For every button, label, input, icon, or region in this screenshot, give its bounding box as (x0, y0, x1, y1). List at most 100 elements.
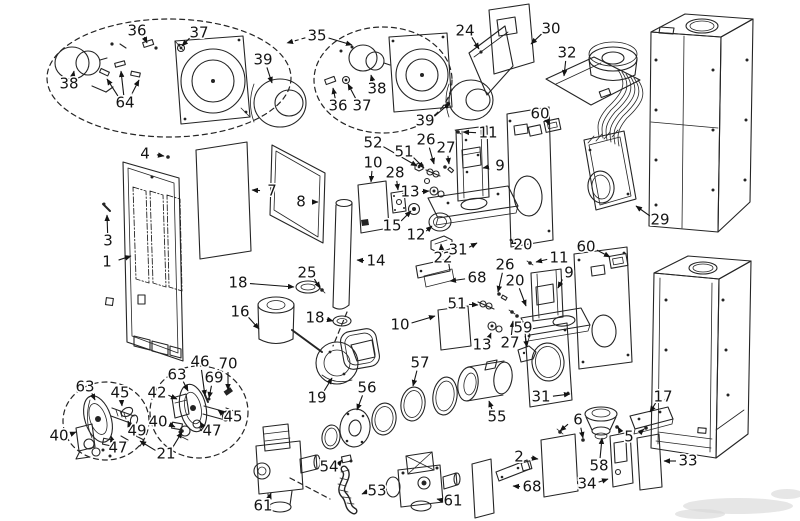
part-label-7: 7 (267, 182, 277, 200)
leader-line (217, 409, 225, 417)
part-label-40: 40 (148, 413, 167, 431)
part-label-13: 13 (472, 336, 491, 354)
part-label-5: 5 (624, 428, 634, 446)
leader-line (104, 214, 110, 234)
leader-line (323, 377, 333, 392)
part-label-39: 39 (415, 112, 434, 130)
part-label-63: 63 (167, 366, 186, 384)
part-label-68: 68 (467, 269, 486, 287)
leader-line (598, 437, 605, 459)
leader-line (286, 37, 306, 45)
leader-line (635, 205, 651, 217)
leader-line (559, 423, 569, 432)
leader-line (412, 156, 425, 169)
leader-line (70, 70, 76, 78)
part-label-63: 63 (75, 378, 94, 396)
part-label-20: 20 (513, 236, 532, 254)
part-label-3: 3 (103, 232, 113, 250)
part-label-33: 33 (678, 452, 697, 470)
part-label-53: 53 (367, 482, 386, 500)
leader-line (181, 37, 191, 47)
leader-line (518, 288, 527, 307)
part-label-61: 61 (443, 492, 462, 510)
part-label-16: 16 (230, 303, 249, 321)
leader-line (168, 394, 178, 400)
leader-line (368, 170, 375, 183)
leader-line (400, 210, 412, 222)
leader-line (482, 164, 490, 170)
leader-line (471, 37, 480, 50)
leader-line (156, 152, 165, 158)
leader-line (649, 402, 657, 413)
leader-line (336, 459, 343, 467)
leader-line (266, 67, 273, 84)
leader-line (69, 431, 77, 437)
leader-line (530, 455, 539, 461)
part-label-11: 11 (478, 124, 497, 142)
part-label-15: 15 (382, 217, 401, 235)
leader-line (110, 435, 116, 443)
leader-line (331, 87, 337, 99)
part-label-70: 70 (218, 355, 237, 373)
leader-line (561, 60, 568, 77)
part-label-68: 68 (522, 478, 541, 496)
part-label-54: 54 (319, 458, 338, 476)
part-label-45: 45 (110, 384, 129, 402)
part-label-42: 42 (147, 384, 166, 402)
part-label-21: 21 (156, 445, 175, 463)
cabinet-lower (650, 255, 752, 459)
leader-line (127, 420, 133, 428)
cabinet-upper (648, 13, 754, 233)
leader-line (182, 381, 189, 392)
part-label-58: 58 (589, 457, 608, 475)
leader-line (249, 283, 295, 290)
top-panels (468, 3, 641, 106)
part-label-36: 36 (127, 22, 146, 40)
leader-line (266, 492, 272, 500)
part-label-59: 59 (513, 319, 532, 337)
leader-line (468, 242, 478, 249)
leader-line (172, 431, 183, 448)
leader-line (118, 255, 132, 261)
leader-line (486, 332, 492, 340)
leader-line (313, 278, 321, 289)
part-label-28: 28 (385, 164, 404, 182)
leader-line (535, 257, 548, 264)
part-label-18: 18 (305, 309, 324, 327)
part-label-22: 22 (433, 249, 452, 267)
leader-line (596, 249, 611, 258)
leader-line (436, 497, 444, 504)
part-label-51: 51 (447, 295, 466, 313)
leader-line (411, 315, 436, 324)
leader-line (496, 272, 503, 293)
leader-line (488, 400, 494, 411)
leader-line (383, 146, 418, 167)
leader-line (557, 279, 564, 289)
leader-line (89, 393, 96, 401)
leader-line (425, 225, 433, 233)
part-label-60: 60 (530, 105, 549, 123)
part-label-40: 40 (49, 427, 68, 445)
leader-line (251, 187, 261, 194)
leader-line (421, 188, 430, 195)
part-label-52: 52 (363, 134, 382, 152)
part-label-4: 4 (140, 145, 150, 163)
part-label-57: 57 (410, 354, 429, 372)
leader-line (449, 277, 466, 283)
part-label-14: 14 (366, 252, 385, 270)
leader-line (598, 478, 609, 484)
leader-line (347, 83, 357, 100)
part-label-35: 35 (307, 27, 326, 45)
part-label-55: 55 (487, 408, 506, 426)
leader-line (637, 428, 645, 436)
leader-line (579, 427, 585, 439)
leader-line (552, 392, 571, 398)
part-label-32: 32 (557, 44, 576, 62)
part-label-34: 34 (577, 475, 596, 493)
part-label-10: 10 (363, 154, 382, 172)
part-label-60: 60 (576, 238, 595, 256)
part-label-37: 37 (352, 97, 371, 115)
inducer-and-gasket-train (257, 280, 513, 450)
